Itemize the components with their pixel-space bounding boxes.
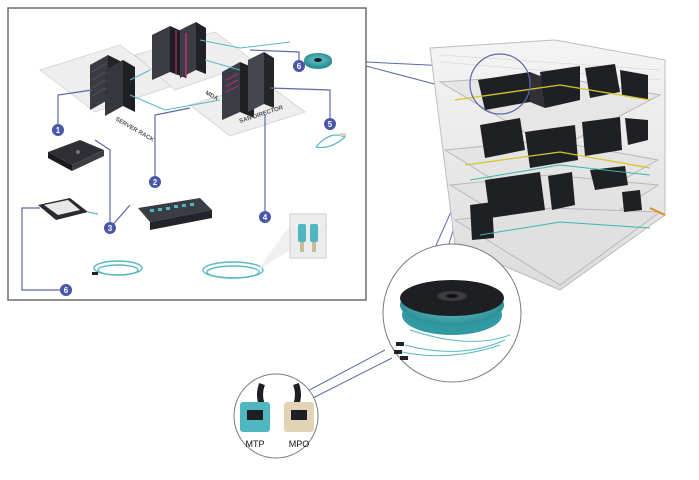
fiber-enclosure xyxy=(48,140,104,171)
mtp-label: MTP xyxy=(246,439,265,449)
marker-1: 1 xyxy=(52,124,64,136)
patch-cord-5 xyxy=(315,133,347,149)
marker-4: 4 xyxy=(259,211,271,223)
marker-5-label: 5 xyxy=(328,120,333,129)
server-rack xyxy=(90,55,135,116)
rack-zoom-circle xyxy=(469,53,531,115)
marker-5: 5 xyxy=(324,118,336,130)
marker-6-top: 6 xyxy=(293,60,305,72)
fiber-reel-small xyxy=(304,53,332,69)
trunk-reel-zoom xyxy=(382,243,522,383)
marker-4-label: 4 xyxy=(263,213,268,222)
aqua-cabling xyxy=(129,39,291,111)
connector-zoom: MTP MPO xyxy=(233,373,319,459)
marker-6-bottom: 6 xyxy=(60,284,72,296)
mtp-connector-icon xyxy=(240,402,270,432)
lc-patch-cord xyxy=(202,261,264,279)
mpo-label: MPO xyxy=(289,439,310,449)
marker-3: 3 xyxy=(104,222,116,234)
mda-rack xyxy=(152,22,206,80)
cassette-module xyxy=(38,198,99,220)
san-director-rack xyxy=(222,52,274,120)
marker-1-label: 1 xyxy=(56,126,61,135)
marker-2: 2 xyxy=(149,176,161,188)
marker-6-bottom-label: 6 xyxy=(64,286,69,295)
mpo-connector-icon xyxy=(284,402,314,432)
mtp-trunk-cable xyxy=(92,260,143,276)
marker-3-label: 3 xyxy=(108,224,113,233)
lc-connector-detail xyxy=(258,213,330,270)
patch-panel xyxy=(138,198,212,230)
marker-6-top-label: 6 xyxy=(297,62,302,71)
data-center-building xyxy=(429,39,666,291)
marker-2-label: 2 xyxy=(153,178,158,187)
